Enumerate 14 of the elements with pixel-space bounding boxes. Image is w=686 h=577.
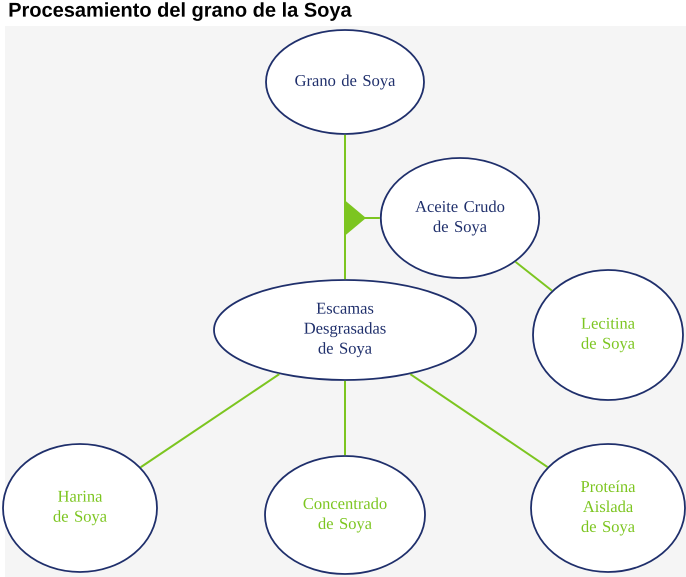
connector-line	[514, 261, 552, 292]
ellipse-node: Harina de Soya	[2, 443, 158, 573]
node-label: Harina de Soya	[54, 490, 107, 526]
ellipse-node: Proteína Aislada de Soya	[530, 443, 686, 573]
connector-line	[344, 134, 380, 235]
ellipse-node: Aceite Crudo de Soya	[380, 157, 540, 279]
title: Procesamiento del grano de la Soya	[10, 2, 352, 21]
ellipse-node: Concentrado de Soya	[264, 455, 426, 575]
connector-line	[344, 380, 346, 456]
ellipse-node: Lecitina de Soya	[532, 269, 684, 401]
ellipse-node: Grano de Soya	[265, 29, 425, 135]
connector-line	[410, 373, 548, 468]
connector-line	[140, 373, 280, 468]
ellipse-node: Escamas Desgrasadas de Soya	[213, 279, 477, 381]
